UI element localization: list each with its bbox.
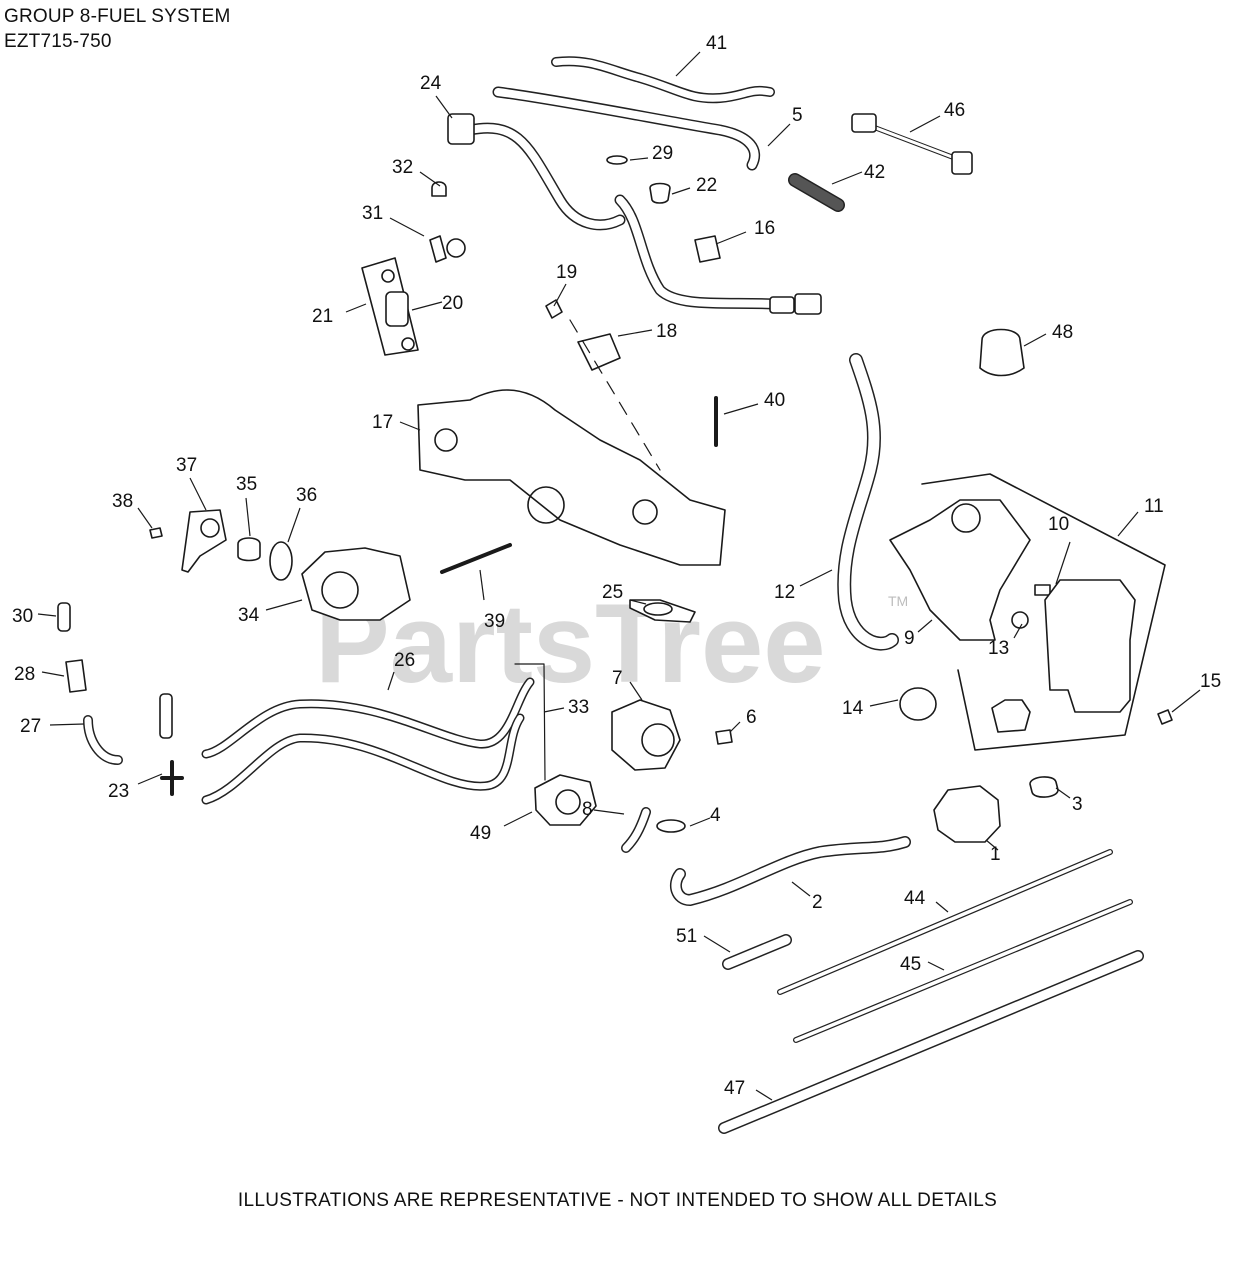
part-15-bolt bbox=[1157, 709, 1173, 725]
part-19-bolt bbox=[545, 299, 563, 319]
callout-51: 51 bbox=[676, 926, 697, 947]
part-6-bolt bbox=[715, 729, 733, 745]
callout-3: 3 bbox=[1072, 794, 1083, 815]
part-22-sleeve bbox=[649, 182, 671, 204]
disclaimer-note: ILLUSTRATIONS ARE REPRESENTATIVE - NOT I… bbox=[237, 1190, 998, 1211]
callout-7: 7 bbox=[612, 668, 623, 689]
callout-19: 19 bbox=[556, 262, 577, 283]
part-39-stud bbox=[440, 543, 512, 574]
part-48-cap bbox=[979, 328, 1025, 377]
callout-45: 45 bbox=[900, 954, 921, 975]
watermark-tm: TM bbox=[888, 593, 908, 609]
part-13-clamp bbox=[1011, 611, 1029, 629]
part-14-clamp bbox=[899, 687, 937, 721]
callout-26: 26 bbox=[394, 650, 415, 671]
part-49-pump bbox=[534, 774, 597, 826]
callout-15: 15 bbox=[1200, 671, 1221, 692]
callout-24: 24 bbox=[420, 73, 442, 94]
callout-33: 33 bbox=[568, 697, 589, 718]
callout-18: 18 bbox=[656, 321, 677, 342]
callout-21: 21 bbox=[312, 306, 333, 327]
callout-48: 48 bbox=[1052, 322, 1073, 343]
part-36-oring bbox=[269, 541, 293, 581]
callout-32: 32 bbox=[392, 157, 413, 178]
part-31-clip bbox=[429, 235, 447, 263]
callout-10: 10 bbox=[1048, 514, 1069, 535]
part-21-bracket bbox=[361, 257, 419, 356]
callout-38: 38 bbox=[112, 491, 133, 512]
callout-23: 23 bbox=[108, 781, 129, 802]
part-29-washer bbox=[606, 155, 628, 165]
part-34-throttle-body bbox=[301, 547, 411, 621]
callout-17: 17 bbox=[372, 412, 393, 433]
callout-34: 34 bbox=[238, 605, 260, 626]
callout-4: 4 bbox=[710, 805, 721, 826]
callout-22: 22 bbox=[696, 175, 717, 196]
callout-35: 35 bbox=[236, 474, 257, 495]
callout-29: 29 bbox=[652, 143, 673, 164]
part-18-sensor bbox=[577, 333, 621, 371]
part-38-bolt bbox=[149, 527, 163, 539]
part-30-tube bbox=[57, 602, 71, 632]
callout-49: 49 bbox=[470, 823, 491, 844]
callout-25: 25 bbox=[602, 582, 623, 603]
callout-47: 47 bbox=[724, 1078, 745, 1099]
callout-42: 42 bbox=[864, 162, 885, 183]
callout-5: 5 bbox=[792, 105, 803, 126]
callout-36: 36 bbox=[296, 485, 317, 506]
model-number: EZT715-750 bbox=[4, 31, 112, 52]
callout-30: 30 bbox=[12, 606, 33, 627]
callout-44: 44 bbox=[904, 888, 926, 909]
callout-46: 46 bbox=[944, 100, 965, 121]
callout-31: 31 bbox=[362, 203, 383, 224]
part-1-fuel-filter bbox=[933, 785, 1001, 843]
callout-11: 11 bbox=[1144, 496, 1164, 517]
part-23-tee bbox=[160, 760, 184, 796]
callout-12: 12 bbox=[774, 582, 795, 603]
callout-14: 14 bbox=[842, 698, 864, 719]
part-35-seal bbox=[237, 537, 261, 562]
part-11-module-frame bbox=[921, 473, 1166, 751]
part-11-pump-module bbox=[1044, 579, 1136, 713]
part-3-sleeve bbox=[1029, 776, 1059, 798]
callout-20: 20 bbox=[442, 293, 463, 314]
callout-41: 41 bbox=[706, 33, 727, 54]
part-32-clamp bbox=[431, 181, 447, 197]
callout-16: 16 bbox=[754, 218, 775, 239]
part-10-bolt bbox=[1034, 584, 1051, 596]
part-16-clip bbox=[694, 235, 721, 263]
part-28-valve bbox=[65, 659, 87, 693]
callout-2: 2 bbox=[812, 892, 823, 913]
callout-9: 9 bbox=[904, 628, 915, 649]
callout-27: 27 bbox=[20, 716, 41, 737]
callout-6: 6 bbox=[746, 707, 757, 728]
part-17-manifold bbox=[417, 389, 726, 566]
part-4-clamp bbox=[656, 819, 686, 833]
callout-28: 28 bbox=[14, 664, 35, 685]
part-9-bracket bbox=[889, 499, 1031, 641]
callout-39: 39 bbox=[484, 611, 505, 632]
callout-13: 13 bbox=[988, 638, 1009, 659]
callout-37: 37 bbox=[176, 455, 197, 476]
part-37-sensor bbox=[181, 509, 227, 573]
callout-8: 8 bbox=[582, 799, 593, 820]
diagram-title: GROUP 8-FUEL SYSTEM bbox=[4, 6, 231, 27]
callout-1: 1 bbox=[990, 844, 1001, 865]
part-7-fuel-pump bbox=[611, 699, 681, 771]
callout-40: 40 bbox=[764, 390, 785, 411]
